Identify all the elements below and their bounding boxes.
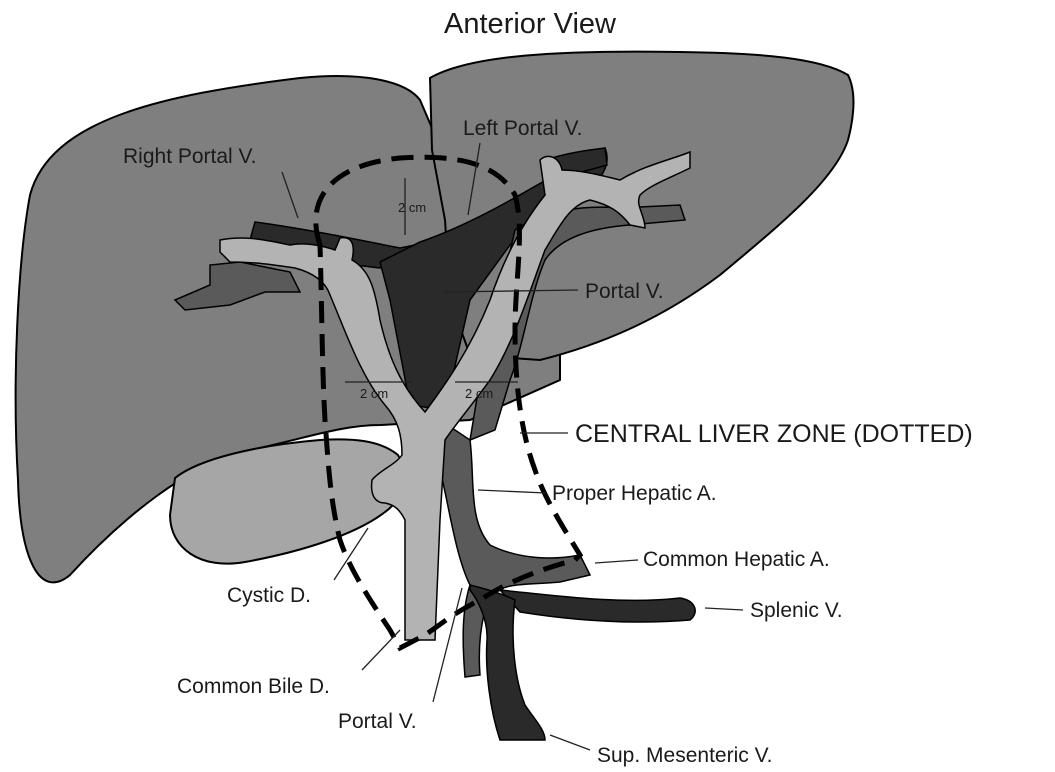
label-portal-v-upper: Portal V. [585, 280, 664, 303]
label-common-bile-d: Common Bile D. [177, 675, 330, 698]
proper-hepatic-artery [440, 420, 590, 677]
splenic-vein [500, 590, 695, 622]
pointer-sup-mesenteric-v [550, 735, 590, 750]
pointer-splenic-v [705, 608, 743, 610]
label-splenic-v: Splenic V. [750, 599, 843, 622]
label-portal-v-lower: Portal V. [338, 710, 417, 733]
pointer-common-hepatic-a [595, 560, 638, 563]
label-right-portal-v: Right Portal V. [123, 145, 256, 168]
label-sup-mesenteric-v: Sup. Mesenteric V. [597, 744, 773, 767]
measure-left-label: 2 cm [360, 386, 388, 401]
label-central-liver-zone: CENTRAL LIVER ZONE (DOTTED) [575, 420, 973, 448]
measure-top-label: 2 cm [398, 200, 426, 215]
label-left-portal-v: Left Portal V. [463, 117, 582, 140]
pointer-proper-hepatic-a [478, 490, 546, 493]
diagram-title: Anterior View [444, 8, 617, 40]
label-proper-hepatic-a: Proper Hepatic A. [552, 482, 717, 505]
pointer-common-bile-d [362, 630, 400, 670]
label-common-hepatic-a: Common Hepatic A. [643, 548, 830, 571]
label-cystic-d: Cystic D. [227, 584, 311, 607]
pointer-portal-v-lower [433, 588, 462, 702]
measure-right-label: 2 cm [465, 386, 493, 401]
